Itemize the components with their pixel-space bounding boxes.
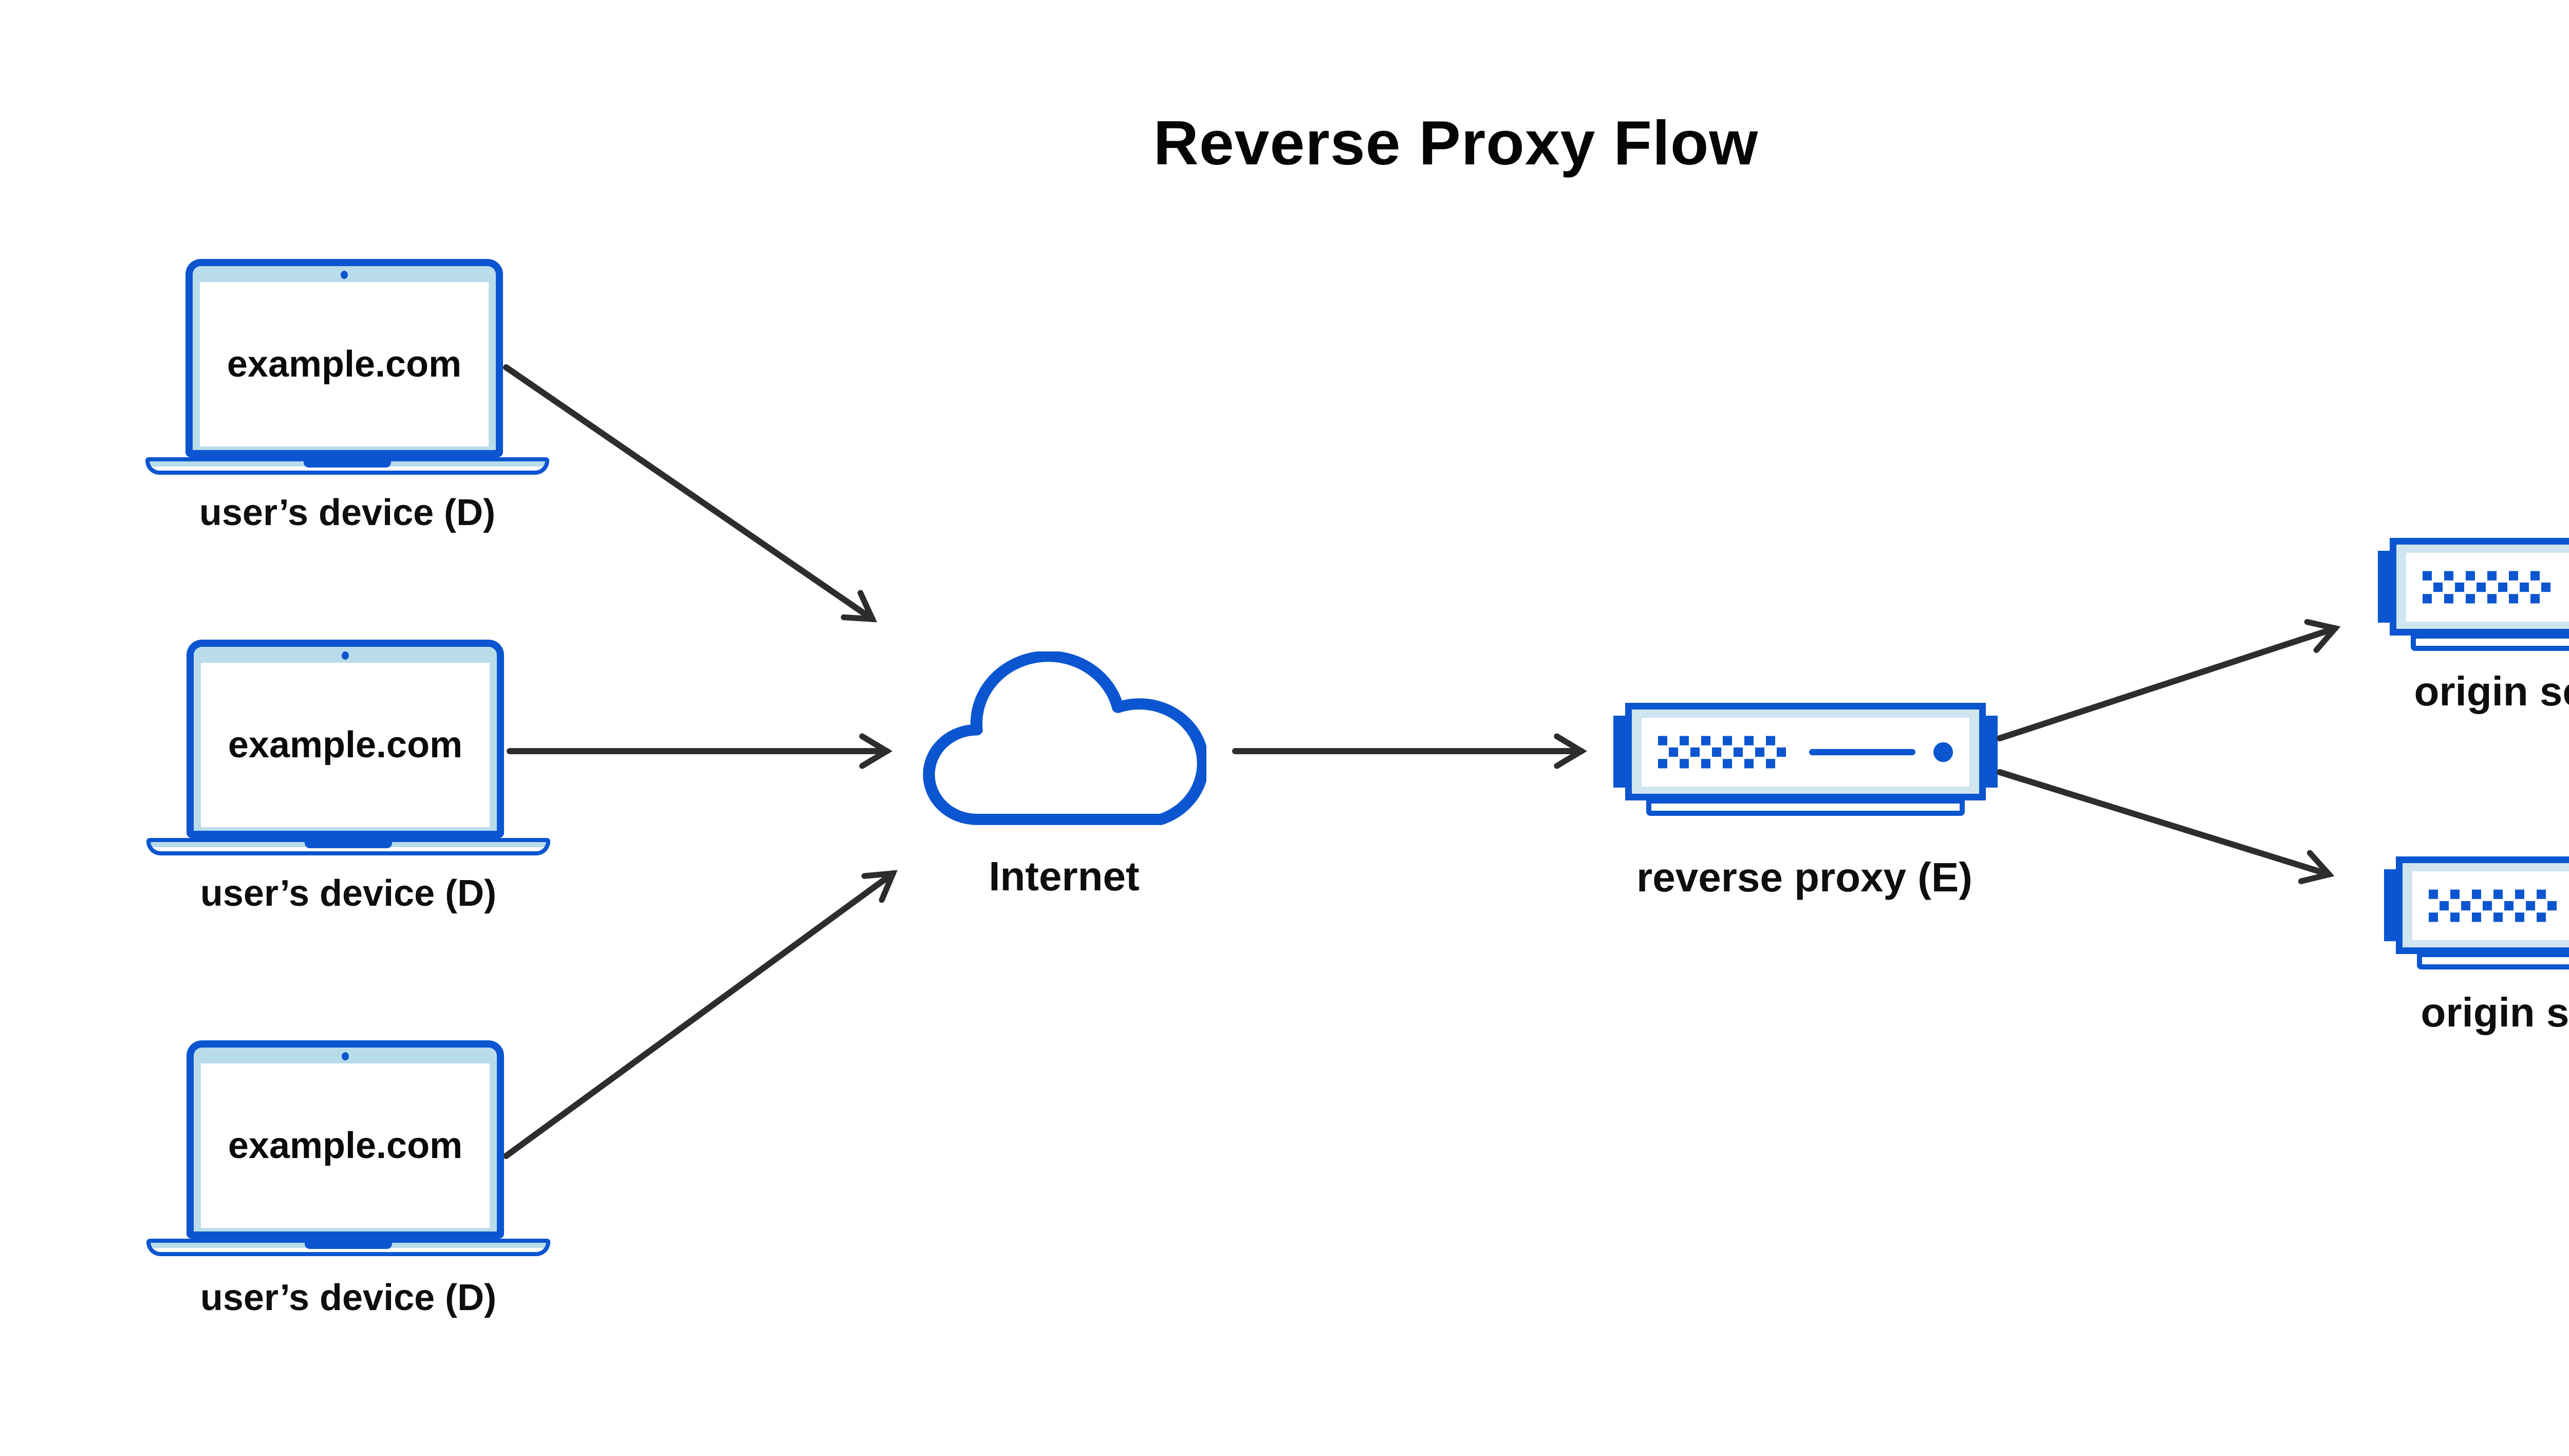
camera-dot-icon (342, 1052, 349, 1060)
laptop-icon: example.com (145, 259, 549, 475)
cloud-icon (922, 651, 1206, 826)
laptop-display: example.com (201, 1063, 490, 1228)
device-label: user’s device (D) (199, 492, 496, 533)
origin-server-label: origin server (F) (2421, 990, 2569, 1035)
camera-dot-icon (342, 651, 349, 660)
laptop-screen: example.com (185, 259, 503, 457)
device-label: user’s device (D) (200, 1277, 497, 1318)
arrow-device3-to-internet (503, 870, 898, 1159)
server-panel (2396, 856, 2569, 954)
origin-server-icon (2384, 856, 2569, 970)
laptop-base (146, 838, 550, 855)
server-face-icon (2406, 553, 2569, 622)
origin-server-icon (2378, 538, 2569, 652)
origin-server-label: origin server (F) (2414, 668, 2569, 714)
reverse-proxy-label: reverse proxy (E) (1636, 854, 1972, 900)
camera-dot-icon (341, 271, 348, 279)
arrow-device1-to-internet (503, 364, 878, 623)
laptop-icon: example.com (146, 1040, 550, 1256)
internet-label: Internet (989, 853, 1140, 899)
laptop-base (145, 457, 549, 475)
laptop-icon: example.com (146, 640, 550, 855)
server-face-icon (2412, 871, 2569, 940)
laptop-display: example.com (200, 282, 489, 446)
server-tray (2411, 633, 2569, 651)
laptop-display: example.com (201, 663, 490, 827)
server-ear-right (1984, 716, 1998, 788)
laptop-notch (304, 461, 391, 468)
server-ear-left (2378, 551, 2391, 623)
server-ear-left (1613, 716, 1627, 788)
laptop-screen: example.com (187, 1040, 504, 1239)
laptop-screen: example.com (187, 640, 504, 838)
diagram-title: Reverse Proxy Flow (1153, 108, 1759, 178)
server-face-icon (1642, 718, 1969, 787)
device-screen-text: example.com (228, 724, 463, 766)
server-panel (1625, 703, 1986, 800)
reverse-proxy-server-icon (1613, 703, 1998, 817)
laptop-base (146, 1239, 550, 1256)
laptop-notch (305, 1242, 392, 1249)
arrow-proxy-to-origin2 (1997, 769, 2335, 884)
device-label: user’s device (D) (200, 873, 497, 914)
server-panel (2390, 538, 2569, 636)
laptop-notch (305, 842, 392, 848)
device-screen-text: example.com (227, 344, 462, 385)
arrow-proxy-to-origin1 (1997, 619, 2341, 741)
server-tray (2417, 952, 2569, 969)
server-ear-left (2384, 869, 2397, 941)
device-screen-text: example.com (228, 1125, 463, 1166)
server-tray (1646, 798, 1965, 816)
